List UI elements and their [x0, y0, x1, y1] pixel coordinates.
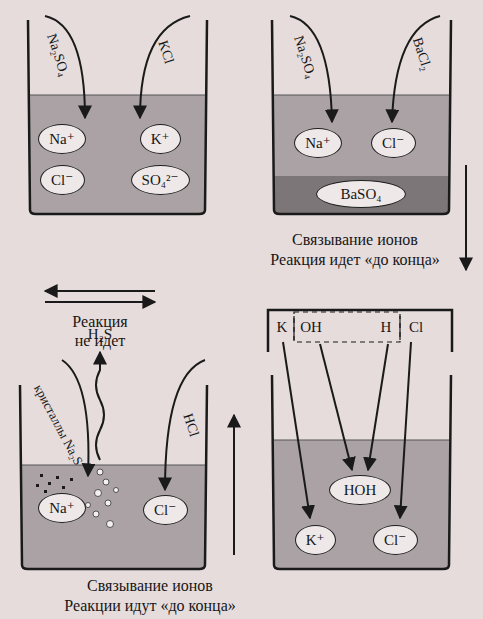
formula-part: OH [300, 319, 322, 336]
reverse-arrow [45, 290, 155, 292]
direction-arrow [465, 165, 467, 270]
ion-arrow [400, 342, 411, 518]
bond-arrow [320, 344, 352, 470]
ion-oval: Cl⁻ [373, 525, 418, 555]
ion-formula: Cl⁻ [384, 531, 406, 549]
formula-part: K [277, 319, 288, 336]
ion-formula: K⁺ [151, 130, 170, 148]
ion-oval: Na⁺ [294, 128, 342, 158]
caption: Реакции идут «до конца» [64, 597, 236, 615]
reagent-name: BaCl₂ [409, 36, 434, 73]
beaker [28, 20, 207, 214]
reagent-name: HCl [180, 412, 202, 439]
ion-oval: Cl⁻ [371, 128, 416, 158]
caption: Связывание ионов [87, 577, 213, 595]
caption: Связывание ионов [292, 231, 418, 249]
divider [399, 316, 400, 340]
ion-formula: Na⁺ [49, 499, 74, 517]
caption: Реакция идет «до конца» [270, 251, 439, 269]
reagent-bracket [268, 310, 452, 352]
ion-oval: HOH [329, 475, 391, 505]
beaker [272, 20, 451, 214]
ion-oval: SO₄²⁻ [131, 165, 190, 195]
ion-oval: Na⁺ [38, 493, 86, 523]
ion-formula: Na⁺ [305, 134, 330, 152]
pour-arrow [140, 16, 190, 118]
ion-oval: Na⁺ [38, 124, 86, 154]
ion-oval: Cl⁻ [40, 165, 85, 195]
pour-arrow [165, 360, 205, 490]
reagent-name: Na₂SO₄ [44, 32, 72, 79]
ion-oval: BaSO₄ [316, 180, 406, 208]
pour-arrow [392, 16, 440, 122]
gas-formula: H₂S [88, 326, 112, 343]
ion-oval: K⁺ [140, 124, 181, 154]
ion-formula: Cl⁻ [382, 134, 404, 152]
ion-formula: Cl⁻ [154, 501, 176, 519]
ion-formula: SO₄²⁻ [142, 171, 179, 189]
forward-arrow [45, 301, 155, 303]
formula-part: Cl [409, 319, 423, 336]
ion-oval: K⁺ [295, 525, 336, 555]
bond-arrow [368, 344, 388, 470]
ion-formula: HOH [344, 482, 377, 499]
reagent-name: Na₂SO₄ [291, 34, 319, 81]
ion-formula: BaSO₄ [340, 186, 381, 203]
dashed-frame [294, 312, 400, 342]
ion-formula: K⁺ [306, 531, 325, 549]
divider [293, 316, 294, 340]
reagent-name: кристаллы Na₂S [31, 382, 85, 467]
ion-oval: Cl⁻ [143, 495, 188, 525]
gas-arrow [96, 352, 104, 460]
direction-arrow [233, 415, 235, 555]
ion-arrow [283, 342, 310, 518]
formula-part: H [381, 319, 392, 336]
pour-arrow [290, 16, 332, 122]
ion-formula: Na⁺ [49, 130, 74, 148]
ion-formula: Cl⁻ [51, 171, 73, 189]
reagent-name: KCl [155, 39, 177, 66]
beaker [272, 375, 451, 569]
gas-bubbles [86, 469, 119, 528]
